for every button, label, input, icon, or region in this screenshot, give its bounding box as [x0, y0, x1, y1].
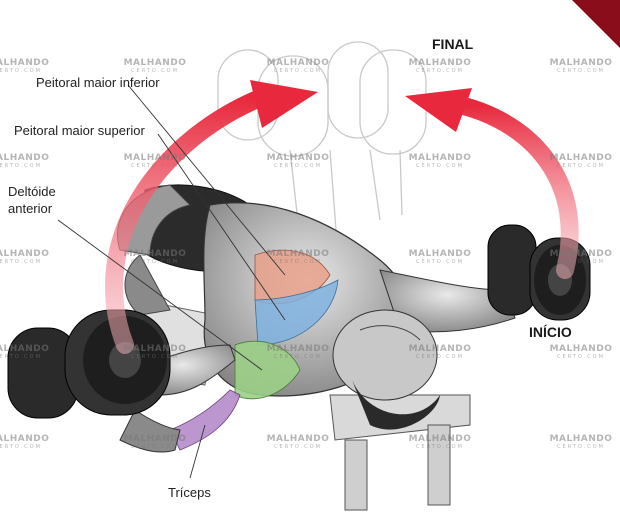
leader-lines	[57, 84, 286, 479]
head	[332, 309, 440, 430]
deltoide-muscle	[234, 340, 301, 400]
triceps-label: Tríceps	[168, 485, 211, 500]
peitoral-superior-label: Peitoral maior superior	[14, 123, 145, 138]
arrow-head-right	[405, 88, 472, 132]
movement-arrows	[105, 80, 579, 354]
corner-ribbon	[572, 0, 620, 48]
deltoide-label-line1: Deltóide	[8, 184, 56, 199]
peitoral-superior-muscle	[254, 279, 339, 346]
inicio-label: INÍCIO	[529, 324, 572, 340]
deltoide-label-line2: anterior	[8, 201, 53, 216]
peitoral-inferior-label: Peitoral maior inferior	[36, 75, 160, 90]
left-dumbbell	[7, 309, 171, 419]
final-position-outline	[217, 41, 427, 241]
arrow-head-left	[250, 80, 318, 128]
final-label: FINAL	[432, 36, 474, 52]
